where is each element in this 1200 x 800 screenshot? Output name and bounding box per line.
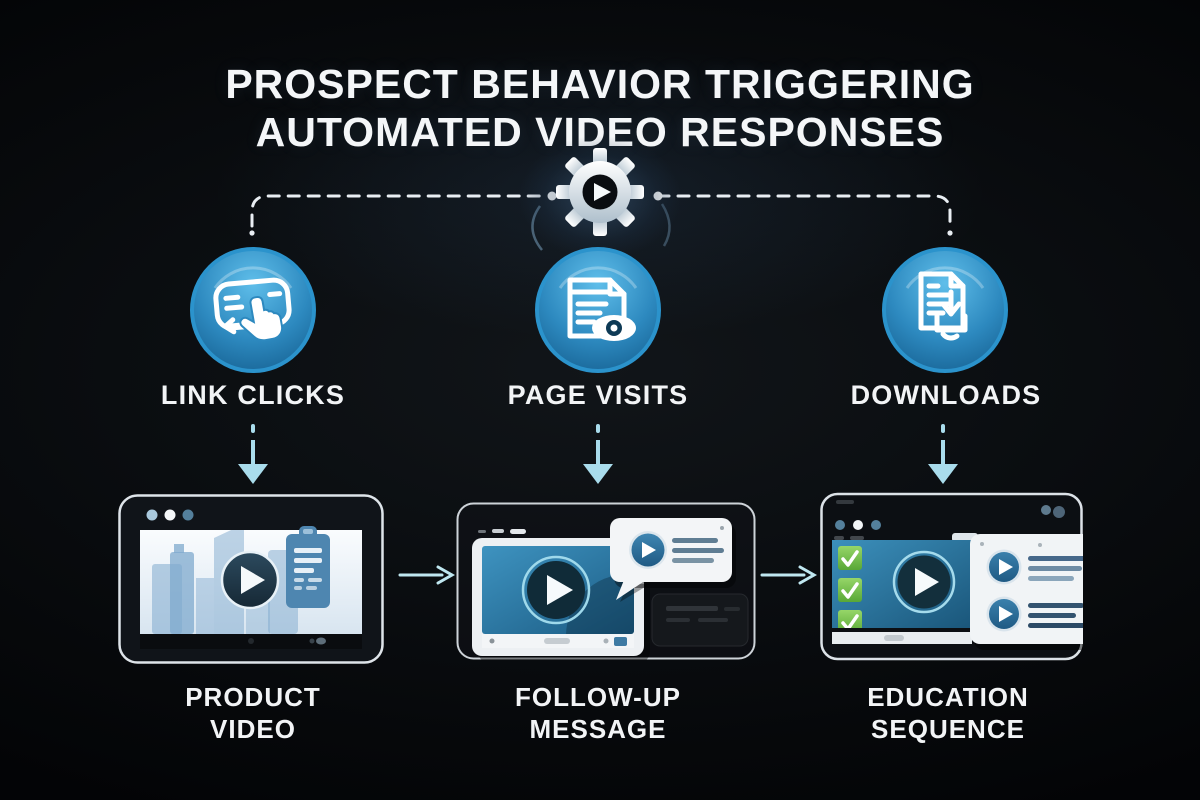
- play-button-icon: [220, 550, 280, 610]
- page-view-icon: [535, 247, 661, 373]
- play-ring: [521, 555, 591, 625]
- page-title: PROSPECT BEHAVIOR TRIGGERING AUTOMATED V…: [225, 61, 975, 156]
- playlist-item: [986, 549, 1083, 585]
- play-button-icon: [999, 606, 1013, 622]
- play-button-icon: [915, 568, 939, 596]
- playlist-card: [970, 534, 1083, 650]
- download-file-icon: [882, 247, 1008, 373]
- response-label-product-video: PRODUCT VIDEO: [185, 682, 321, 744]
- right-arrow-icon: [760, 565, 818, 585]
- trigger-label-downloads: DOWNLOADS: [850, 380, 1042, 410]
- right-arrow-icon: [398, 565, 456, 585]
- trigger-label-link-clicks: LINK CLICKS: [160, 380, 346, 410]
- play-button-icon: [642, 542, 656, 558]
- link-click-icon: [190, 247, 316, 373]
- down-arrow-icon: [583, 424, 613, 484]
- checklist-items: [838, 546, 862, 628]
- response-label-education: EDUCATION SEQUENCE: [867, 682, 1029, 744]
- video-message-bubble: [610, 518, 736, 602]
- product-video-screen: [118, 494, 384, 664]
- play-button-icon: [547, 575, 573, 605]
- notes-panel: [651, 593, 749, 647]
- tablet-video-player: [472, 538, 644, 656]
- education-sequence-screen: [820, 492, 1083, 661]
- play-button-icon: [999, 559, 1013, 575]
- dashed-connector-line: [249, 191, 953, 251]
- down-arrow-icon: [928, 424, 958, 484]
- gear-play-icon: [556, 148, 644, 236]
- eye-icon: [592, 315, 636, 341]
- response-label-follow-up: FOLLOW-UP MESSAGE: [515, 682, 681, 744]
- clipboard-icon: [286, 526, 330, 608]
- playlist-item: [986, 596, 1083, 632]
- trigger-label-page-visits: PAGE VISITS: [507, 380, 689, 410]
- down-arrow-icon: [238, 424, 268, 484]
- follow-up-message-screen: [456, 502, 756, 660]
